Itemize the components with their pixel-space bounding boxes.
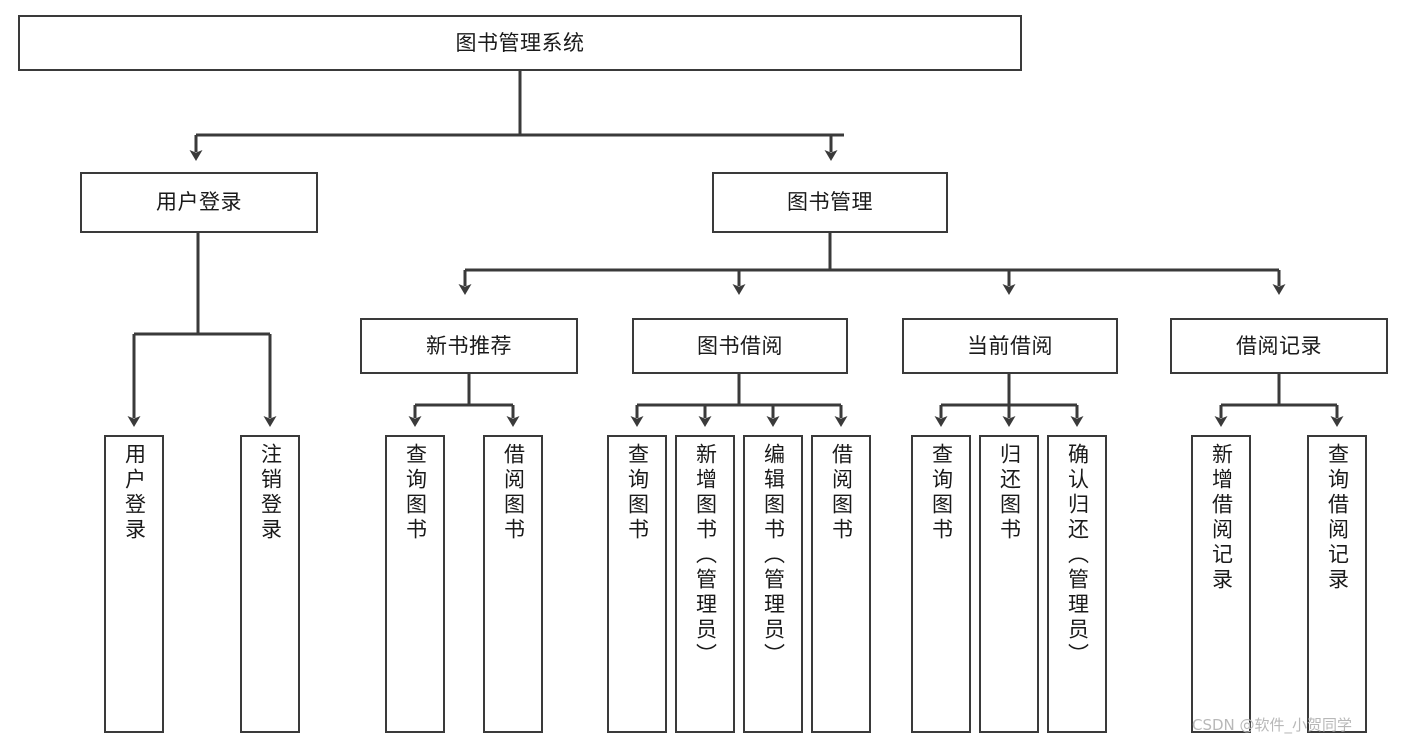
node-book-borrow-label: 图书借阅 <box>697 333 783 358</box>
node-leaf-confirm-return[interactable]: 确认归还（管理员） <box>1047 435 1107 733</box>
node-new-book-rec[interactable]: 新书推荐 <box>360 318 578 374</box>
node-leaf-add-record-label: 新增借阅记录 <box>1209 443 1234 593</box>
node-leaf-borrow-book-2[interactable]: 借阅图书 <box>811 435 871 733</box>
node-book-manage-label: 图书管理 <box>787 190 873 215</box>
node-leaf-edit-book-label: 编辑图书（管理员） <box>761 443 786 668</box>
node-leaf-query-book-1-label: 查询图书 <box>403 443 428 543</box>
node-current-borrow-label: 当前借阅 <box>967 333 1053 358</box>
node-root[interactable]: 图书管理系统 <box>18 15 1022 71</box>
node-leaf-query-book-3-label: 查询图书 <box>929 443 954 543</box>
node-leaf-query-book-2[interactable]: 查询图书 <box>607 435 667 733</box>
node-leaf-add-book[interactable]: 新增图书（管理员） <box>675 435 735 733</box>
node-borrow-record[interactable]: 借阅记录 <box>1170 318 1388 374</box>
node-leaf-edit-book[interactable]: 编辑图书（管理员） <box>743 435 803 733</box>
node-leaf-query-book-1[interactable]: 查询图书 <box>385 435 445 733</box>
node-leaf-add-book-label: 新增图书（管理员） <box>693 443 718 668</box>
node-leaf-query-record-label: 查询借阅记录 <box>1325 443 1350 593</box>
node-leaf-user-login-label: 用户登录 <box>122 443 147 543</box>
node-new-book-rec-label: 新书推荐 <box>426 333 512 358</box>
node-leaf-return-book[interactable]: 归还图书 <box>979 435 1039 733</box>
node-leaf-query-book-2-label: 查询图书 <box>625 443 650 543</box>
node-current-borrow[interactable]: 当前借阅 <box>902 318 1118 374</box>
node-user-login-label: 用户登录 <box>156 190 242 215</box>
node-leaf-borrow-book-1[interactable]: 借阅图书 <box>483 435 543 733</box>
node-root-label: 图书管理系统 <box>455 30 585 55</box>
node-leaf-query-book-3[interactable]: 查询图书 <box>911 435 971 733</box>
node-borrow-record-label: 借阅记录 <box>1236 333 1322 358</box>
node-leaf-user-login[interactable]: 用户登录 <box>104 435 164 733</box>
node-leaf-logout-label: 注销登录 <box>258 443 283 543</box>
watermark-text: CSDN @软件_小贺同学 <box>1192 716 1353 734</box>
node-book-manage[interactable]: 图书管理 <box>712 172 948 233</box>
node-user-login[interactable]: 用户登录 <box>80 172 318 233</box>
node-leaf-borrow-book-2-label: 借阅图书 <box>829 443 854 543</box>
node-leaf-query-record[interactable]: 查询借阅记录 <box>1307 435 1367 733</box>
node-leaf-return-book-label: 归还图书 <box>997 443 1022 543</box>
node-leaf-add-record[interactable]: 新增借阅记录 <box>1191 435 1251 733</box>
node-leaf-borrow-book-1-label: 借阅图书 <box>501 443 526 543</box>
node-book-borrow[interactable]: 图书借阅 <box>632 318 848 374</box>
node-leaf-confirm-return-label: 确认归还（管理员） <box>1065 443 1090 668</box>
node-leaf-logout[interactable]: 注销登录 <box>240 435 300 733</box>
